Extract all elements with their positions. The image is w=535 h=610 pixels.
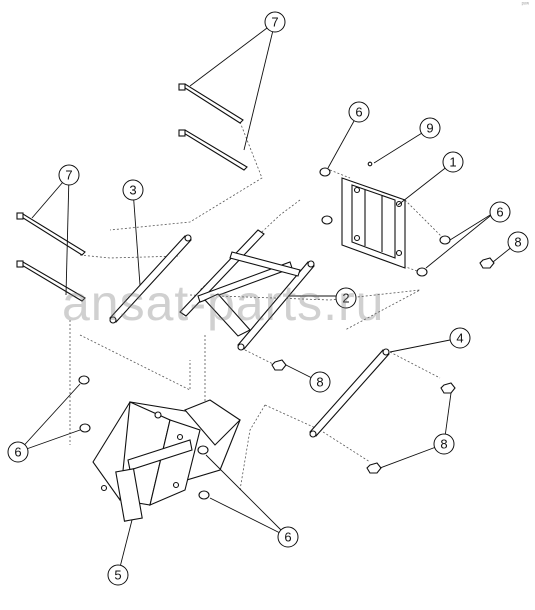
callout-6-right: 6: [489, 201, 511, 223]
ladder-frame-part-2: [179, 229, 315, 351]
svg-text:6: 6: [496, 205, 503, 220]
callout-8-middle: 8: [309, 371, 331, 393]
callout-9: 9: [419, 117, 441, 139]
svg-text:3: 3: [129, 183, 136, 198]
callouts: 1 2 3 4 5 6 6 6 6 7 7 8 8 8 9: [7, 11, 529, 586]
callout-8-bottom: 8: [433, 433, 455, 455]
callout-3: 3: [122, 179, 144, 201]
svg-text:8: 8: [440, 437, 447, 452]
bolt-left-1: [16, 212, 86, 256]
svg-text:2: 2: [342, 291, 349, 306]
bushings-part-6: [78, 167, 451, 500]
bolt-upper-2: [178, 129, 248, 171]
svg-text:5: 5: [114, 568, 121, 583]
corner-mark: ᵖᵒʷ: [521, 2, 529, 8]
callout-6-top: 6: [348, 101, 370, 123]
base-bracket-part-5: [92, 399, 241, 522]
nuts-part-8: [271, 257, 495, 474]
svg-text:7: 7: [65, 168, 72, 183]
leader-lines: [17, 21, 519, 576]
callout-1: 1: [442, 151, 464, 173]
svg-text:7: 7: [271, 15, 278, 30]
svg-text:6: 6: [284, 530, 291, 545]
callout-5: 5: [107, 564, 129, 586]
callout-4: 4: [449, 327, 471, 349]
callout-2: 2: [335, 287, 357, 309]
svg-text:1: 1: [449, 155, 456, 170]
svg-text:4: 4: [456, 331, 463, 346]
callout-6-bottom: 6: [277, 526, 299, 548]
svg-text:9: 9: [426, 121, 433, 136]
mounting-plate-part-1: [341, 177, 406, 269]
callout-6-left: 6: [7, 441, 29, 463]
pin-part-9: [367, 161, 373, 167]
rod-part-3: [109, 234, 192, 324]
svg-text:8: 8: [316, 375, 323, 390]
callout-8-right: 8: [507, 231, 529, 253]
bolt-upper-1: [178, 83, 244, 124]
callout-7-top: 7: [264, 11, 286, 33]
callout-7-left: 7: [58, 164, 80, 186]
rod-part-4: [309, 348, 390, 438]
svg-text:6: 6: [14, 445, 21, 460]
svg-text:6: 6: [355, 105, 362, 120]
bolt-left-2: [16, 260, 86, 302]
svg-text:8: 8: [514, 235, 521, 250]
